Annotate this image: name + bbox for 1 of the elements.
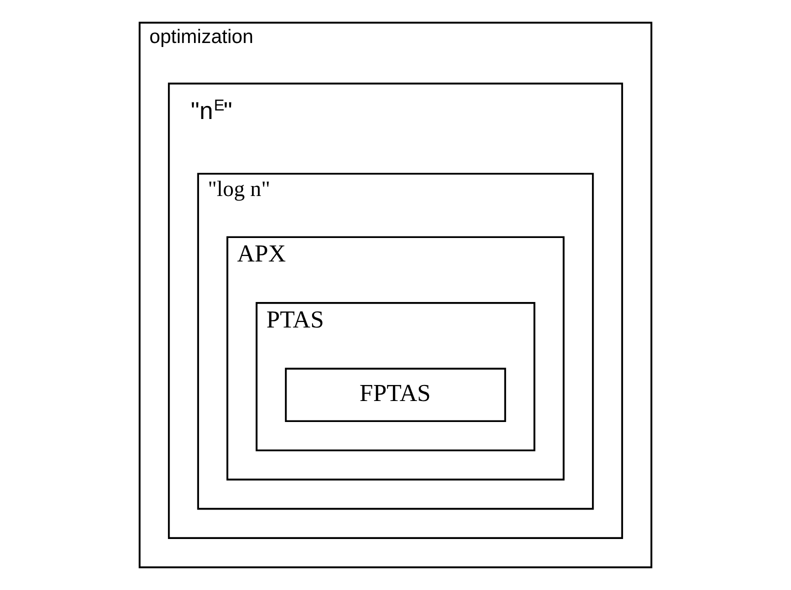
node-box: FPTAS (284, 368, 506, 422)
